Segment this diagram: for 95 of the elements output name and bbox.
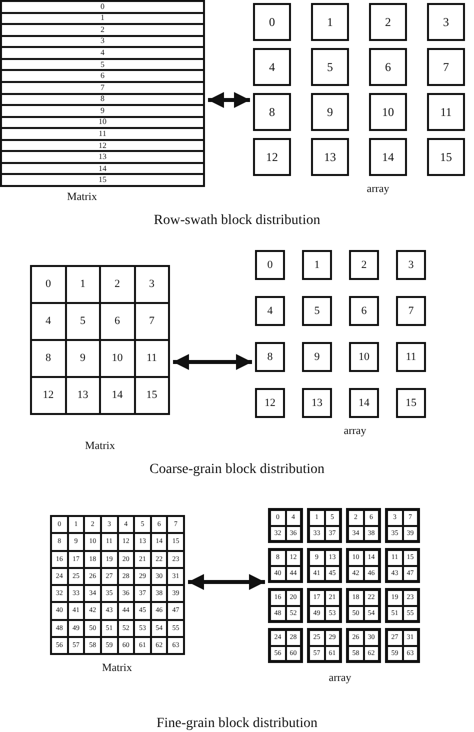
matrix-cell: 15: [1, 174, 204, 186]
processor-box: [268, 548, 303, 583]
processor-box: 1: [302, 250, 332, 280]
matrix-cell: 9: [66, 340, 100, 377]
matrix-cell: 4: [1, 47, 204, 59]
processor-box: 3: [427, 3, 465, 41]
processor-box: 9: [302, 342, 332, 372]
matrix-cell: 5: [1, 58, 204, 70]
processor-box: 11: [427, 93, 465, 131]
matrix-cell: 2: [100, 266, 134, 303]
processor-box: 7: [396, 296, 426, 326]
array-label: array: [328, 672, 352, 684]
processor-box: [268, 508, 303, 543]
matrix-cell: 10: [1, 116, 204, 128]
matrix-cell: 0: [31, 266, 66, 303]
matrix-cell: 7: [1, 82, 204, 94]
processor-box: 8: [255, 342, 285, 372]
matrix-cell: 11: [134, 340, 169, 377]
processor-box: 3: [396, 250, 426, 280]
processor-box: [268, 588, 303, 623]
processor-box: 12: [255, 388, 285, 418]
processor-box: [385, 508, 420, 543]
processor-box: 14: [349, 388, 379, 418]
matrix-cell: 1: [1, 12, 204, 24]
processor-box: [385, 548, 420, 583]
matrix-cell: 1: [66, 266, 100, 303]
processor-box: 8: [253, 93, 291, 131]
processor-box: 2: [369, 3, 407, 41]
processor-box: [385, 588, 420, 623]
processor-box: [307, 508, 342, 543]
matrix-cell: 14: [1, 162, 204, 174]
processor-box: 10: [369, 93, 407, 131]
matrix-cell: 14: [100, 377, 134, 414]
processor-box: 13: [311, 138, 349, 176]
matrix-cell: 13: [1, 151, 204, 163]
matrix-cell: 13: [66, 377, 100, 414]
processor-box: 13: [302, 388, 332, 418]
matrix-cell: 9: [1, 105, 204, 117]
processor-box: 11: [396, 342, 426, 372]
processor-box: 7: [427, 48, 465, 86]
processor-box: 4: [255, 296, 285, 326]
matrix-cell: 2: [1, 24, 204, 36]
matrix-cell: 8: [31, 340, 66, 377]
matrix-cell: 4: [31, 303, 66, 340]
matrix-cell: 12: [1, 140, 204, 152]
processor-box: 5: [302, 296, 332, 326]
processor-box: 6: [369, 48, 407, 86]
processor-box: 0: [255, 250, 285, 280]
processor-box: [385, 628, 420, 663]
processor-box: 1: [311, 3, 349, 41]
processor-box: 12: [253, 138, 291, 176]
processor-box: 5: [311, 48, 349, 86]
matrix-cell: 11: [1, 128, 204, 140]
matrix-cell: 3: [134, 266, 169, 303]
matrix-cell: 15: [134, 377, 169, 414]
caption: Fine-grain block distribution: [156, 716, 318, 732]
caption: Coarse-grain block distribution: [148, 462, 326, 478]
processor-box: [346, 628, 381, 663]
processor-box: [307, 548, 342, 583]
matrix-label: Matrix: [101, 662, 133, 674]
matrix-label: Matrix: [84, 440, 116, 452]
double-arrow: [208, 92, 250, 108]
double-arrow: [188, 574, 265, 590]
matrix-cell: 6: [1, 70, 204, 82]
processor-box: [346, 588, 381, 623]
processor-box: [346, 548, 381, 583]
processor-box: 2: [349, 250, 379, 280]
matrix-cell: 7: [134, 303, 169, 340]
matrix-cell: 8: [1, 94, 204, 106]
processor-box: 10: [349, 342, 379, 372]
matrix-cell: 5: [66, 303, 100, 340]
matrix-grid: [0, 0, 205, 187]
processor-box: [346, 508, 381, 543]
processor-box: 14: [369, 138, 407, 176]
matrix-cell: 10: [100, 340, 134, 377]
matrix-grid: [50, 515, 185, 655]
array-label: array: [342, 425, 368, 437]
matrix-cell: 3: [1, 36, 204, 48]
processor-box: 4: [253, 48, 291, 86]
processor-box: [268, 628, 303, 663]
caption: Row-swath block distribution: [152, 213, 322, 229]
processor-box: [307, 588, 342, 623]
processor-box: 0: [253, 3, 291, 41]
matrix-cell: 6: [100, 303, 134, 340]
processor-box: 9: [311, 93, 349, 131]
matrix-label: Matrix: [66, 191, 98, 203]
matrix-cell: 12: [31, 377, 66, 414]
processor-box: 6: [349, 296, 379, 326]
processor-box: 15: [396, 388, 426, 418]
array-label: array: [366, 183, 390, 195]
matrix-cell: 0: [1, 1, 204, 13]
matrix-grid: [30, 265, 170, 415]
processor-box: [307, 628, 342, 663]
double-arrow: [173, 354, 252, 370]
processor-box: 15: [427, 138, 465, 176]
